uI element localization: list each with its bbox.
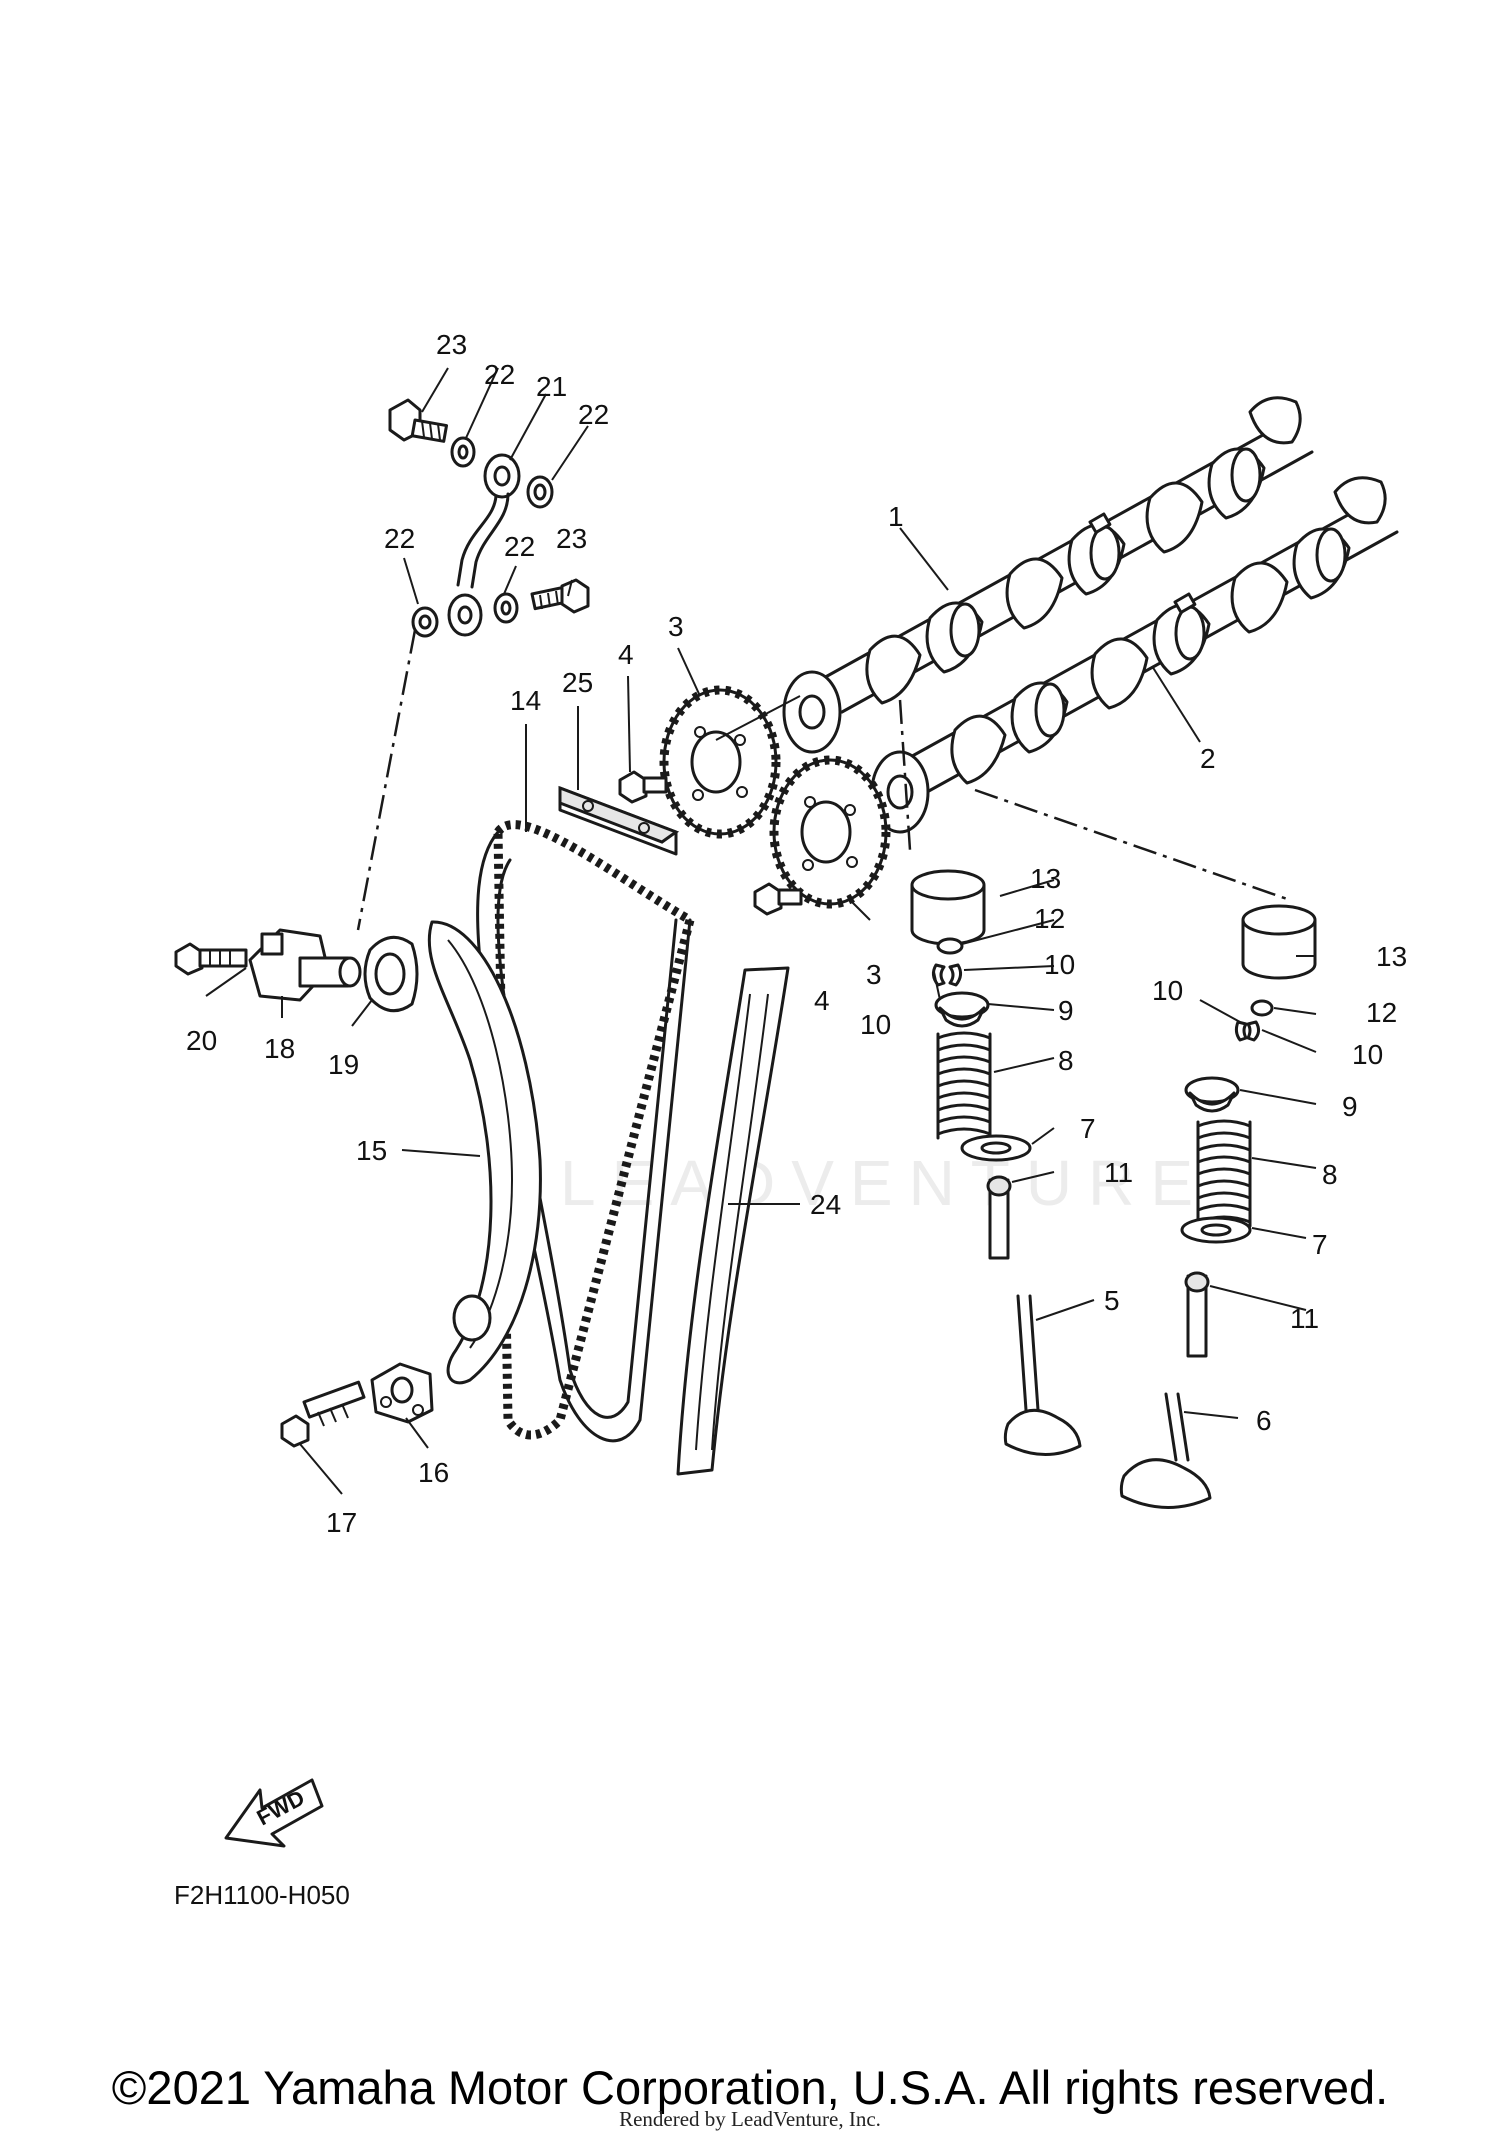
callout-20: 20 [186, 1025, 217, 1056]
spring-seat-7a [960, 1134, 1032, 1162]
stopper-bolt-17 [280, 1380, 366, 1448]
chain-guide-25 [558, 785, 680, 856]
callout-10-right-a: 10 [1152, 975, 1183, 1006]
callout-19: 19 [328, 1049, 359, 1080]
timing-chain-14 [476, 820, 696, 1443]
oil-delivery-pipe-assembly [356, 398, 590, 931]
callout-22-d: 22 [504, 531, 535, 562]
callout-10-left-a: 10 [1044, 949, 1075, 980]
callout-10-left-b: 10 [860, 1009, 891, 1040]
callout-18: 18 [264, 1033, 295, 1064]
callout-16: 16 [418, 1457, 449, 1488]
callout-22-c: 22 [384, 523, 415, 554]
callout-9-right: 9 [1342, 1091, 1358, 1122]
valve-train-right [974, 788, 1317, 1509]
callout-23-lower: 23 [556, 523, 587, 554]
callout-7-right: 7 [1312, 1229, 1328, 1260]
callout-12-left: 12 [1034, 903, 1065, 934]
spring-seat-7b [1180, 1216, 1252, 1244]
cam-chain-tensioner-18 [248, 928, 362, 1002]
callout-23-top: 23 [436, 329, 467, 360]
callout-3-lower: 3 [866, 959, 882, 990]
callout-3-upper: 3 [668, 611, 684, 642]
callout-7-left: 7 [1080, 1113, 1096, 1144]
chain-guide-stopper-16 [370, 1362, 434, 1424]
union-bolt-23-lower [530, 578, 590, 614]
tensioner-bolt-20 [174, 942, 248, 976]
callout-25: 25 [562, 667, 593, 698]
callout-11-right: 11 [1290, 1303, 1319, 1334]
callout-10-right-b: 10 [1352, 1039, 1383, 1070]
forward-direction-arrow: FWD [224, 1778, 324, 1848]
valve-guide-11b [1184, 1271, 1210, 1358]
tensioner-gasket-19 [363, 935, 419, 1013]
cam-sprocket-3-lower [769, 755, 891, 909]
callout-17: 17 [326, 1507, 357, 1538]
intake-valve-5 [1003, 1294, 1082, 1456]
callout-5: 5 [1104, 1285, 1120, 1316]
callout-8-right: 8 [1322, 1159, 1338, 1190]
callout-1: 1 [888, 501, 904, 532]
callout-13-right: 13 [1376, 941, 1407, 972]
spring-retainer-9a [934, 991, 990, 1028]
spring-retainer-9b [1184, 1076, 1240, 1113]
cam-sprocket-3-upper [659, 685, 781, 839]
callout-11-left: 11 [1104, 1157, 1133, 1188]
chain-guide-24 [676, 966, 790, 1476]
leader-lines [205, 367, 1317, 1495]
callout-labels: 23 22 21 22 22 22 23 1 2 3 3 4 4 25 14 1… [186, 329, 1407, 1538]
sprocket-bolt-4-upper [618, 770, 668, 804]
union-bolt-23-top [388, 398, 449, 443]
valve-train-left [898, 699, 1082, 1456]
callout-2: 2 [1200, 743, 1216, 774]
oil-pipe-21 [447, 453, 521, 637]
valve-guide-11a [986, 1175, 1012, 1260]
valve-cotter-10a [931, 963, 963, 987]
copyright-notice: ©2021 Yamaha Motor Corporation, U.S.A. A… [112, 2061, 1388, 2114]
callout-4-lower: 4 [814, 985, 830, 1016]
callout-12-right: 12 [1366, 997, 1397, 1028]
rendered-by-credit: Rendered by LeadVenture, Inc. [619, 2107, 881, 2131]
valve-spring-8a [936, 1031, 992, 1140]
callout-13-left: 13 [1030, 863, 1061, 894]
valve-cotter-10b [1234, 1020, 1261, 1042]
valve-lifter-13b [1241, 904, 1317, 980]
valve-shim-12a [936, 937, 964, 955]
callout-9-left: 9 [1058, 995, 1074, 1026]
camshaft-1 [782, 396, 1314, 754]
valve-lifter-13a [910, 869, 986, 946]
camshaft-2 [870, 476, 1399, 834]
callout-21: 21 [536, 371, 567, 402]
callout-22-b: 22 [578, 399, 609, 430]
exhaust-valve-6 [1119, 1392, 1212, 1509]
callout-15: 15 [356, 1135, 387, 1166]
callout-22-a: 22 [484, 359, 515, 390]
valve-shim-12b [1250, 999, 1274, 1017]
callout-24: 24 [810, 1189, 841, 1220]
chain-tensioner-guide-15 [427, 920, 542, 1385]
callout-14: 14 [510, 685, 541, 716]
callout-4-upper: 4 [618, 639, 634, 670]
sprocket-alignment-line [715, 695, 801, 741]
callout-6: 6 [1256, 1405, 1272, 1436]
figure-code: F2H1100-H050 [174, 1880, 350, 1910]
sprocket-bolt-4-lower [753, 882, 803, 916]
callout-8-left: 8 [1058, 1045, 1074, 1076]
